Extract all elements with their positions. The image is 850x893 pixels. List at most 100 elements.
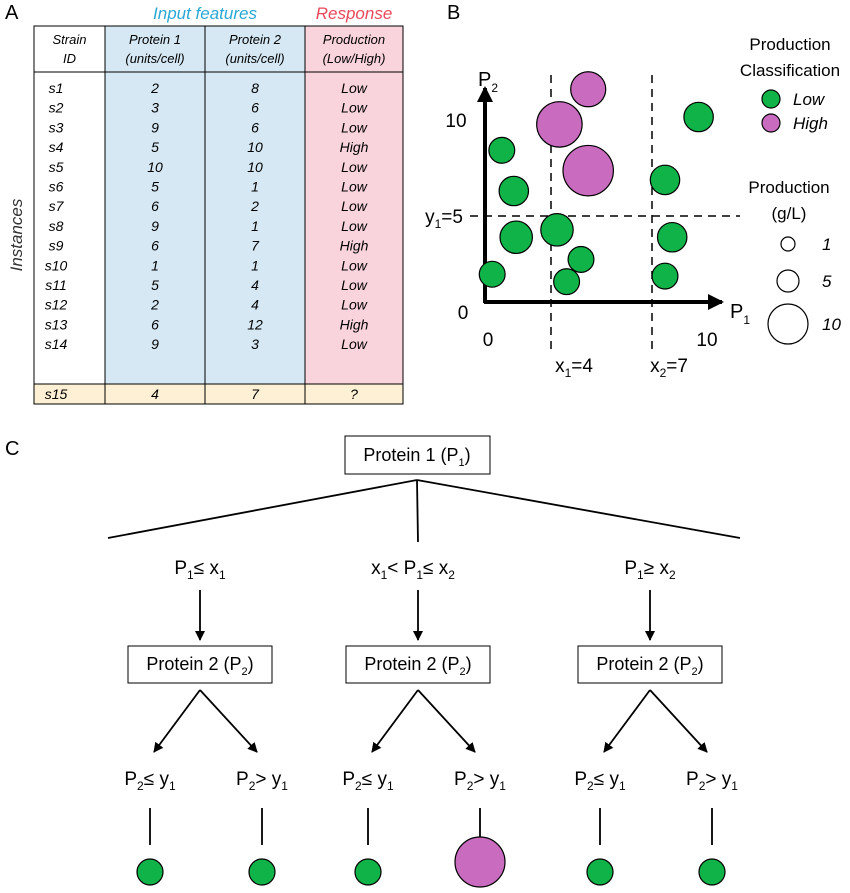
text-run: > y bbox=[255, 769, 281, 790]
text-run: ≤ y bbox=[144, 769, 170, 790]
legend-class-swatch bbox=[761, 113, 781, 133]
text-run: P bbox=[236, 769, 249, 790]
table-cell: 3 bbox=[251, 336, 259, 352]
table-cell: s10 bbox=[45, 257, 68, 273]
query-cell: s15 bbox=[45, 386, 68, 402]
table-cell: 5 bbox=[151, 139, 159, 155]
text-run: P bbox=[624, 558, 637, 579]
table-cell: 9 bbox=[151, 218, 159, 234]
table-cell: 3 bbox=[151, 100, 159, 116]
right-branch-arrow bbox=[649, 689, 708, 753]
subscript: 1 bbox=[387, 779, 394, 793]
table-cell: s4 bbox=[49, 139, 64, 155]
point-low bbox=[540, 213, 574, 247]
table-cell: 9 bbox=[151, 336, 159, 352]
table-cell: Low bbox=[341, 100, 368, 116]
y-tick-10: 10 bbox=[445, 111, 466, 132]
child-node-label: Protein 2 (P2) bbox=[596, 654, 703, 678]
panel-label-c: C bbox=[5, 438, 20, 460]
root-branch-line bbox=[107, 479, 418, 539]
table-cell: 6 bbox=[151, 238, 159, 254]
text-run: x bbox=[650, 356, 660, 377]
point-high bbox=[570, 71, 607, 108]
x-tick-0: 0 bbox=[483, 330, 494, 351]
query-cell: 4 bbox=[151, 386, 159, 402]
subscript: 1 bbox=[187, 568, 194, 582]
text-run: P bbox=[730, 301, 743, 323]
point-low bbox=[499, 220, 534, 255]
y-axis-label: P2 bbox=[478, 69, 498, 95]
table-cell: s14 bbox=[45, 336, 68, 352]
point-low bbox=[656, 221, 688, 253]
root-node-label: Protein 1 (P1) bbox=[363, 445, 470, 469]
legend-size-title: Production bbox=[748, 178, 829, 197]
subscript: 2 bbox=[660, 366, 667, 380]
table-cell: 5 bbox=[151, 277, 159, 293]
leaf-low bbox=[248, 858, 276, 886]
table-cell: Low bbox=[341, 80, 368, 96]
text-run: P bbox=[342, 769, 355, 790]
table-cell: 12 bbox=[247, 316, 263, 332]
legend-size-label: 5 bbox=[822, 272, 832, 291]
root-node-box bbox=[344, 435, 491, 475]
legend-size-swatch bbox=[776, 269, 800, 293]
child-node-label: Protein 2 (P2) bbox=[146, 654, 253, 678]
subscript: 2 bbox=[699, 779, 706, 793]
table-cell: 2 bbox=[150, 297, 159, 313]
leaf-condition-right: P2> y1 bbox=[454, 769, 506, 793]
text-run: x bbox=[371, 558, 381, 579]
text-run: y bbox=[425, 207, 435, 228]
split-condition: P1≥ x2 bbox=[624, 558, 676, 582]
leaf-condition-left: P2≤ y1 bbox=[342, 769, 394, 793]
threshold-x1-label: x1=4 bbox=[555, 356, 593, 380]
text-run: > y bbox=[705, 769, 731, 790]
point-high bbox=[536, 101, 583, 148]
table-cell: 2 bbox=[250, 198, 259, 214]
left-branch-arrow bbox=[153, 689, 201, 753]
table-cell: s5 bbox=[49, 159, 64, 175]
right-branch-arrow bbox=[417, 689, 476, 753]
point-low bbox=[488, 136, 516, 164]
text-run: P bbox=[478, 69, 491, 91]
child-node-box bbox=[127, 645, 273, 684]
panel-label-b: B bbox=[447, 2, 461, 24]
table-cell: s13 bbox=[45, 316, 68, 332]
point-low bbox=[649, 164, 681, 196]
table-cell: High bbox=[340, 238, 369, 254]
text-run: Protein 2 (P bbox=[146, 654, 241, 674]
panel-label-a: A bbox=[5, 2, 19, 24]
leaf-low bbox=[586, 858, 614, 886]
subscript: 2 bbox=[448, 568, 455, 582]
table-cell: Low bbox=[341, 297, 368, 313]
text-run: ) bbox=[466, 654, 472, 674]
column-header: Protein 1 bbox=[129, 32, 181, 47]
subscript: 2 bbox=[355, 779, 362, 793]
table-cell: 6 bbox=[151, 198, 159, 214]
subscript: 2 bbox=[587, 779, 594, 793]
text-run: ≥ x bbox=[644, 558, 670, 579]
query-cell: 7 bbox=[251, 386, 260, 402]
text-run: x bbox=[555, 356, 565, 377]
split-condition: P1≤ x1 bbox=[174, 558, 226, 582]
table-cell: s6 bbox=[49, 179, 64, 195]
legend-class-label: High bbox=[793, 114, 828, 133]
subscript: 1 bbox=[435, 217, 442, 231]
input-features-title: Input features bbox=[153, 4, 257, 23]
text-run: =4 bbox=[571, 356, 593, 377]
child-node-box bbox=[577, 645, 723, 684]
table-cell: s12 bbox=[45, 297, 68, 313]
left-branch-arrow bbox=[371, 689, 419, 753]
table-cell: High bbox=[340, 139, 369, 155]
text-run: ≤ y bbox=[362, 769, 388, 790]
legend-class-label: Low bbox=[793, 90, 826, 109]
leaf-low bbox=[698, 858, 726, 886]
table-cell: Low bbox=[341, 277, 368, 293]
table-cell: s3 bbox=[49, 119, 64, 135]
text-run: < P bbox=[387, 558, 416, 579]
table-cell: 1 bbox=[151, 257, 159, 273]
table-cell: 7 bbox=[251, 238, 260, 254]
table-cell: s1 bbox=[49, 80, 64, 96]
